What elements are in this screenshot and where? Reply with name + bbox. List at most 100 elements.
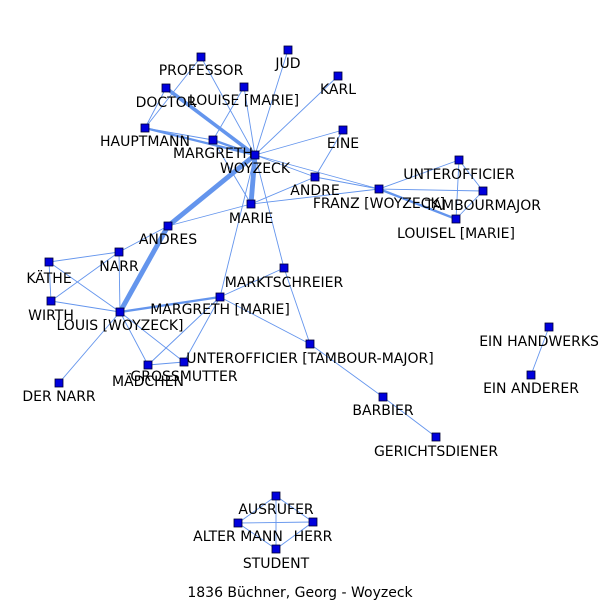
edge-margreth-woyzeck: [212, 138, 256, 157]
node-narr[interactable]: [114, 247, 124, 257]
node-label-maedchen: MÄDCHEN: [112, 372, 184, 390]
edge-louis-grossmutter: [119, 311, 185, 363]
edge-woyzeck-marktschreier: [254, 154, 285, 269]
edge-andres-narr: [118, 225, 169, 253]
node-marie[interactable]: [246, 199, 256, 209]
node-label-louise: LOUISE [MARIE]: [189, 93, 299, 109]
node-alter_mann[interactable]: [233, 518, 243, 528]
node-ein_anderer[interactable]: [526, 370, 536, 380]
node-label-alter_mann: ALTER MANN: [193, 529, 283, 545]
node-andres[interactable]: [163, 221, 173, 231]
edge-louise-woyzeck: [243, 86, 256, 156]
node-label-narr: NARR: [99, 259, 139, 275]
edge-marie-andres: [167, 203, 252, 227]
node-label-margreth_marie: MARGRETH [MARIE]: [150, 302, 290, 318]
edge-narr-louis: [118, 251, 121, 313]
node-eine[interactable]: [338, 125, 348, 135]
edge-hauptmann-margreth: [144, 127, 214, 141]
node-ein_handwerksbursch[interactable]: [544, 322, 554, 332]
node-barbier[interactable]: [378, 392, 388, 402]
edge-doctor-woyzeck: [164, 86, 257, 157]
edge-unteroffizier-tambourmajor: [458, 159, 484, 192]
node-label-grossmutter: GROSSMUTTER: [130, 369, 237, 385]
edge-franz-louisel: [378, 187, 457, 221]
edge-jud-woyzeck: [254, 49, 289, 156]
node-unteroffizier[interactable]: [454, 155, 464, 165]
node-label-wirth: WIRTH: [28, 308, 74, 324]
node-label-andres: ANDRES: [139, 232, 197, 248]
edge-professor-hauptmann: [144, 56, 202, 129]
edge-alter_mann-student: [237, 522, 277, 550]
edge-marktschreier-margreth_marie: [219, 267, 285, 298]
node-louis[interactable]: [115, 307, 125, 317]
node-label-ein_anderer: EIN ANDERER: [483, 381, 579, 397]
node-label-gerichtsdiener: GERICHTSDIENER: [374, 444, 498, 460]
edge-andres-louis: [117, 224, 171, 314]
edge-margreth_marie-maedchen: [147, 296, 221, 366]
node-label-unteroffizier: UNTEROFFICIER: [403, 167, 515, 183]
node-label-doctor: DOCTOR: [136, 95, 197, 111]
node-franz[interactable]: [374, 184, 384, 194]
node-label-barbier: BARBIER: [352, 403, 413, 419]
node-label-student: STUDENT: [243, 556, 310, 572]
edge-narr-kaethe: [48, 251, 120, 263]
edge-woyzeck-andres: [166, 153, 257, 228]
edge-unteroffizier_tm-barbier: [309, 343, 384, 398]
node-woyzeck[interactable]: [250, 150, 260, 160]
node-label-jud: JUD: [274, 56, 300, 72]
node-unteroffizier_tm[interactable]: [305, 339, 315, 349]
edge-ein_handwerksbursch-ein_anderer: [530, 326, 550, 376]
edge-herr-student: [275, 521, 314, 550]
node-label-louisel: LOUISEL [MARIE]: [397, 226, 515, 242]
node-professor[interactable]: [196, 52, 206, 62]
node-hauptmann[interactable]: [140, 123, 150, 133]
node-label-kaethe: KÄTHE: [26, 269, 71, 287]
edge-karl-woyzeck: [254, 75, 339, 156]
edge-kaethe-wirth: [48, 261, 52, 302]
edge-woyzeck-marie: [248, 154, 258, 205]
node-label-woyzeck: WOYZECK: [220, 161, 291, 177]
edge-doctor-hauptmann: [144, 87, 167, 129]
node-doctor[interactable]: [161, 83, 171, 93]
node-gerichtsdiener[interactable]: [431, 432, 441, 442]
node-margreth_marie[interactable]: [215, 292, 225, 302]
node-karl[interactable]: [333, 71, 343, 81]
node-jud[interactable]: [283, 45, 293, 55]
edge-layer: [48, 49, 550, 550]
edge-franz-unteroffizier: [378, 159, 460, 190]
node-marktschreier[interactable]: [279, 263, 289, 273]
node-grossmutter[interactable]: [179, 357, 189, 367]
edge-andre-marie: [250, 176, 316, 205]
node-label-louis: LOUIS [WOYZECK]: [57, 318, 184, 334]
edge-louise-margreth: [212, 86, 245, 141]
node-wirth[interactable]: [46, 296, 56, 306]
node-der_narr[interactable]: [54, 378, 64, 388]
node-louisel[interactable]: [451, 214, 461, 224]
edge-hauptmann-woyzeck: [144, 126, 256, 157]
edge-louis-der_narr: [58, 311, 121, 384]
node-label-margreth: MARGRETH: [173, 146, 253, 162]
edge-kaethe-louis: [48, 261, 121, 313]
node-kaethe[interactable]: [44, 257, 54, 267]
node-herr[interactable]: [308, 517, 318, 527]
node-louise[interactable]: [239, 82, 249, 92]
node-tambourmajor[interactable]: [478, 186, 488, 196]
node-label-hauptmann: HAUPTMANN: [100, 134, 190, 150]
edge-maedchen-grossmutter: [147, 361, 185, 366]
node-ausrufer[interactable]: [271, 491, 281, 501]
node-label-professor: PROFESSOR: [159, 63, 244, 79]
edge-margreth_marie-unteroffizier_tm: [219, 296, 311, 345]
node-maedchen[interactable]: [143, 360, 153, 370]
node-label-marie: MARIE: [229, 211, 273, 227]
node-student[interactable]: [271, 544, 281, 554]
node-label-marktschreier: MARKTSCHREIER: [225, 275, 344, 291]
edge-ausrufer-herr: [275, 495, 314, 523]
edge-louis-maedchen: [119, 311, 149, 366]
node-margreth[interactable]: [208, 135, 218, 145]
node-label-eine: EINE: [327, 136, 359, 152]
node-andre[interactable]: [310, 172, 320, 182]
node-label-der_narr: DER NARR: [22, 389, 96, 405]
edge-unteroffizier-louisel: [455, 159, 460, 220]
